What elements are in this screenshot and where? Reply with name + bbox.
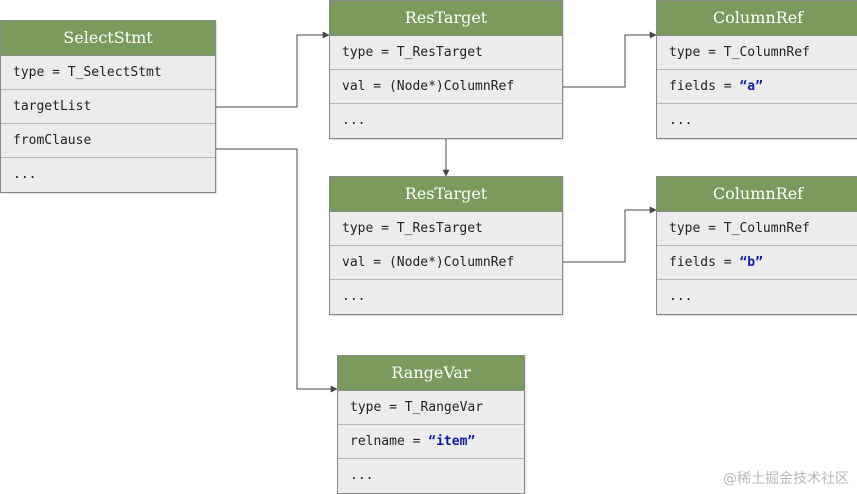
field-from-clause: fromClause	[1, 124, 215, 158]
field-type: type = T_ResTarget	[330, 212, 562, 246]
edge-restarget-2-to-columnref-2	[563, 206, 657, 263]
node-select-stmt: SelectStmt type = T_SelectStmt targetLis…	[0, 20, 216, 193]
node-res-target-1: ResTarget type = T_ResTarget val = (Node…	[329, 0, 563, 139]
node-column-ref-1: ColumnRef type = T_ColumnRef fields = “a…	[656, 0, 857, 139]
node-range-var: RangeVar type = T_RangeVar relname = “it…	[337, 355, 525, 494]
field-ellipsis: ...	[342, 289, 366, 304]
field-type: type = T_ResTarget	[330, 36, 562, 70]
node-title: ColumnRef	[657, 1, 857, 36]
field-val: val = (Node*)ColumnRef	[330, 246, 562, 280]
node-column-ref-2: ColumnRef type = T_ColumnRef fields = “b…	[656, 176, 857, 315]
field-val: val = (Node*)ColumnRef	[330, 70, 562, 104]
field-ellipsis: ...	[669, 113, 693, 128]
field-fields-label: fields =	[669, 79, 740, 94]
edge-restarget-1-to-columnref-1	[563, 31, 657, 88]
field-relname-value: “item”	[428, 434, 476, 449]
node-title: ResTarget	[330, 1, 562, 36]
field-fields-value: “a”	[739, 79, 763, 94]
field-ellipsis: ...	[13, 167, 37, 182]
field-ellipsis: ...	[669, 289, 693, 304]
field-ellipsis: ...	[350, 468, 374, 483]
field-fields-value: “b”	[739, 255, 763, 270]
node-res-target-2: ResTarget type = T_ResTarget val = (Node…	[329, 176, 563, 315]
node-title: RangeVar	[338, 356, 524, 391]
field-fields-label: fields =	[669, 255, 740, 270]
field-fields: fields = “b”	[657, 246, 857, 280]
field-target-list: targetList	[1, 90, 215, 124]
field-fields: fields = “a”	[657, 70, 857, 104]
node-title: ColumnRef	[657, 177, 857, 212]
field-type: type = T_ColumnRef	[657, 212, 857, 246]
node-title: ResTarget	[330, 177, 562, 212]
field-type: type = T_RangeVar	[338, 391, 524, 425]
edge-targetlist-to-restarget-1	[216, 31, 330, 108]
field-relname: relname = “item”	[338, 425, 524, 459]
field-relname-label: relname =	[350, 434, 429, 449]
edge-fromclause-to-rangevar	[216, 148, 338, 393]
field-ellipsis: ...	[342, 113, 366, 128]
field-type: type = T_SelectStmt	[1, 56, 215, 90]
watermark: @稀土掘金技术社区	[723, 471, 849, 487]
field-type: type = T_ColumnRef	[657, 36, 857, 70]
node-title: SelectStmt	[1, 21, 215, 56]
